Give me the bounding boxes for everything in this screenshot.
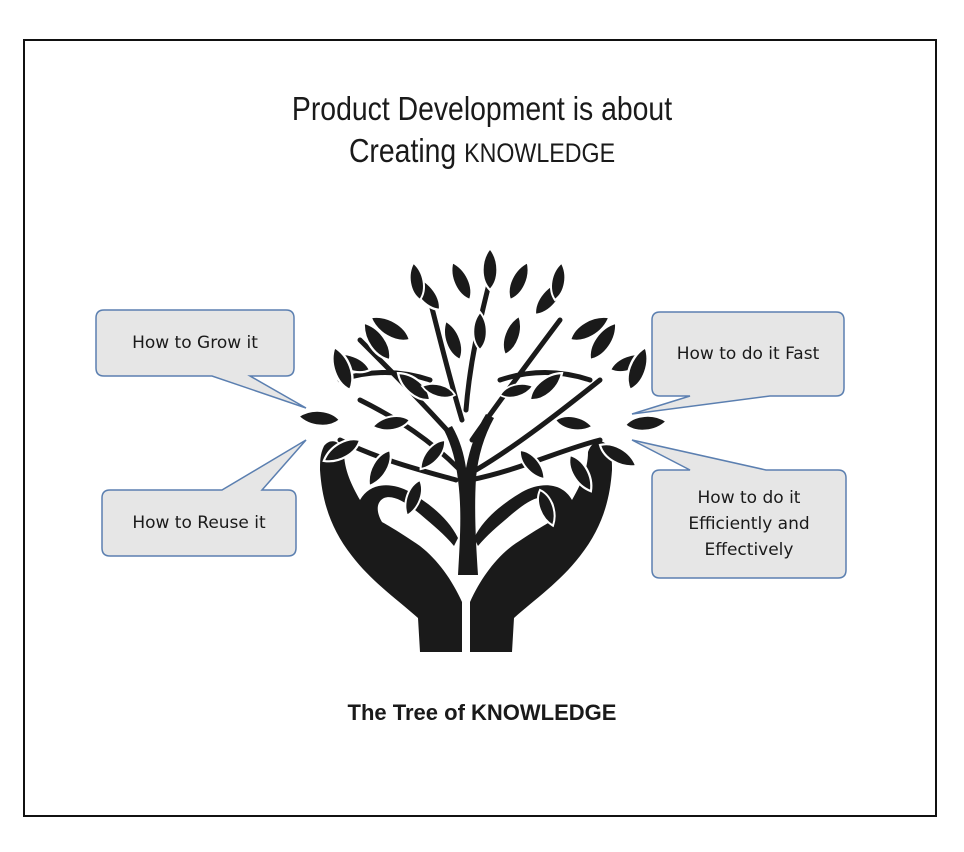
callout-efficient-line-2: Efficiently and	[688, 514, 810, 534]
callout-grow-label: How to Grow it	[132, 333, 258, 353]
callout-efficient-shape	[631, 439, 847, 579]
callout-fast-label: How to do it Fast	[676, 344, 820, 364]
callout-reuse-shape	[101, 439, 307, 557]
callout-efficient-line-1: How to do it	[697, 488, 801, 508]
title-line-2-prefix: Creating	[348, 132, 465, 169]
tree-caption: The Tree of KNOWLEDGE	[347, 700, 617, 725]
title-line-1: Product Development is about	[291, 90, 673, 127]
callout-reuse-label: How to Reuse it	[132, 513, 266, 533]
callout-fast-shape	[631, 311, 845, 415]
title-line-2: Creating KNOWLEDGE	[67, 130, 896, 174]
slide-title: Product Development is about Creating KN…	[67, 88, 896, 174]
callout-efficient-label: How to do it Efficiently and Effectively	[652, 470, 846, 578]
callout-efficient-line-3: Effectively	[704, 540, 794, 560]
title-line-2-emphasis: KNOWLEDGE	[464, 138, 616, 168]
callout-grow-shape	[95, 309, 307, 409]
